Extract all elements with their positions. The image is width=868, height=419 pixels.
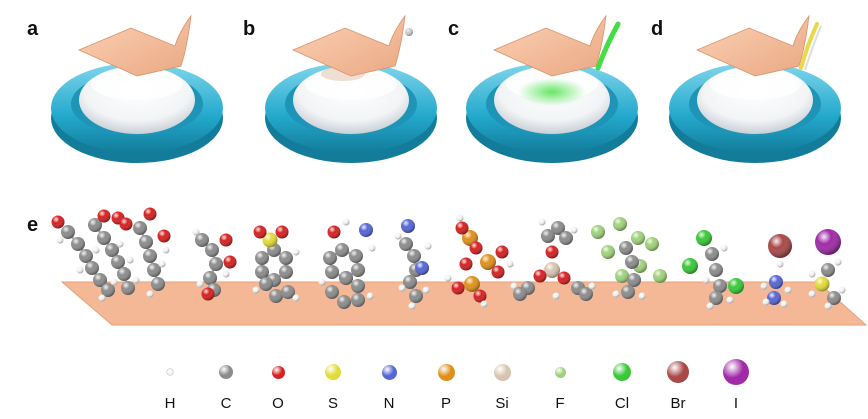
molecule-9 — [682, 230, 744, 310]
legend-symbol: S — [327, 395, 338, 412]
legend-item-i: I — [716, 358, 756, 412]
molecule-2 — [192, 228, 237, 301]
legend-item-h: H — [150, 358, 190, 412]
molecule-11 — [808, 229, 846, 310]
legend-atom-f — [554, 366, 566, 378]
molecule-7 — [510, 218, 596, 301]
legend-atom-br — [667, 361, 689, 383]
legend-symbol: Br — [670, 395, 686, 412]
molecule-10 — [760, 234, 792, 308]
legend-item-s: S — [313, 358, 353, 412]
panel-label-e: e — [27, 214, 39, 236]
legend-atom-s — [325, 364, 341, 380]
legend-symbol: O — [272, 395, 284, 412]
legend-symbol: I — [733, 395, 739, 412]
legend-item-si: Si — [482, 358, 522, 412]
legend-item-o: O — [258, 358, 298, 412]
legend-symbol: P — [440, 395, 451, 412]
film-sheet — [291, 14, 406, 77]
legend-item-br: Br — [658, 358, 698, 412]
legend-atom-o — [271, 365, 285, 379]
element-legend: H C O S N P Si F Cl Br I — [0, 358, 868, 418]
legend-item-f: F — [540, 358, 580, 412]
legend-atom-si — [493, 363, 511, 381]
molecule-4 — [318, 218, 376, 309]
molecule-1 — [51, 207, 171, 302]
molecule-5 — [394, 219, 432, 310]
legend-item-n: N — [369, 358, 409, 412]
legend-symbol: Cl — [614, 395, 630, 412]
legend-item-c: C — [206, 358, 246, 412]
molecule-3 — [252, 225, 300, 303]
molecule-8 — [591, 217, 667, 300]
dish-c — [466, 14, 638, 163]
legend-symbol: H — [164, 395, 176, 412]
legend-atom-c — [219, 365, 233, 379]
legend-atom-h — [167, 369, 173, 375]
dish-b — [265, 14, 437, 163]
legend-atom-cl — [613, 363, 631, 381]
film-sheet — [695, 14, 810, 77]
film-sheet — [77, 14, 192, 77]
dish-a — [51, 14, 223, 163]
legend-atom-p — [437, 363, 455, 381]
film-sheet — [492, 14, 607, 77]
panel-label-d: d — [651, 18, 664, 40]
panel-label-b: b — [243, 18, 256, 40]
dish-d — [669, 14, 841, 163]
legend-symbol: F — [555, 395, 565, 412]
legend-symbol: C — [220, 395, 232, 412]
legend-atom-n — [381, 364, 397, 380]
panel-label-a: a — [27, 18, 39, 40]
legend-symbol: Si — [495, 395, 509, 412]
panel-label-c: c — [448, 18, 460, 40]
legend-item-cl: Cl — [602, 358, 642, 412]
legend-symbol: N — [383, 395, 395, 412]
legend-atom-i — [723, 359, 749, 385]
molecule-6 — [444, 214, 514, 308]
legend-item-p: P — [426, 358, 466, 412]
